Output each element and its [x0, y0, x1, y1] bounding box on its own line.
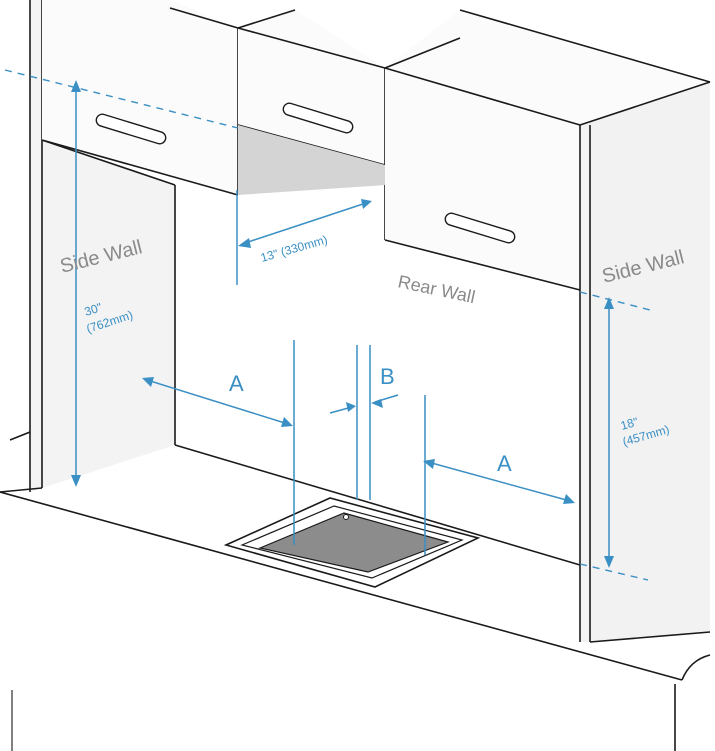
b-label: B	[380, 364, 395, 389]
a-left-label: A	[229, 371, 244, 396]
dim-13in-label: 13" (330mm)	[259, 232, 329, 264]
dimension-b	[329, 394, 399, 414]
cooktop-cutout	[223, 497, 481, 588]
dim-30in-inch: 30"	[83, 300, 104, 319]
rear-wall-label: Rear Wall	[396, 271, 477, 307]
dim-18in-inch: 18"	[619, 415, 640, 433]
dimension-18in	[604, 297, 614, 568]
cutout-screw	[343, 514, 349, 520]
dimension-a-left	[142, 377, 293, 427]
a-right-label: A	[497, 451, 512, 476]
dimension-a-right	[423, 459, 575, 504]
right-side-wall	[579, 81, 711, 643]
cabinet-handle-middle	[282, 102, 354, 134]
vertical-reference-lines	[236, 190, 426, 555]
reference-dashed-lines	[4, 69, 651, 581]
dimension-13in	[238, 199, 372, 248]
dimension-30in	[71, 80, 81, 487]
cabinet-handle-left	[95, 113, 167, 145]
upper-cabinets	[41, 0, 711, 291]
countertop	[0, 444, 711, 751]
cabinet-handle-right	[444, 212, 516, 244]
